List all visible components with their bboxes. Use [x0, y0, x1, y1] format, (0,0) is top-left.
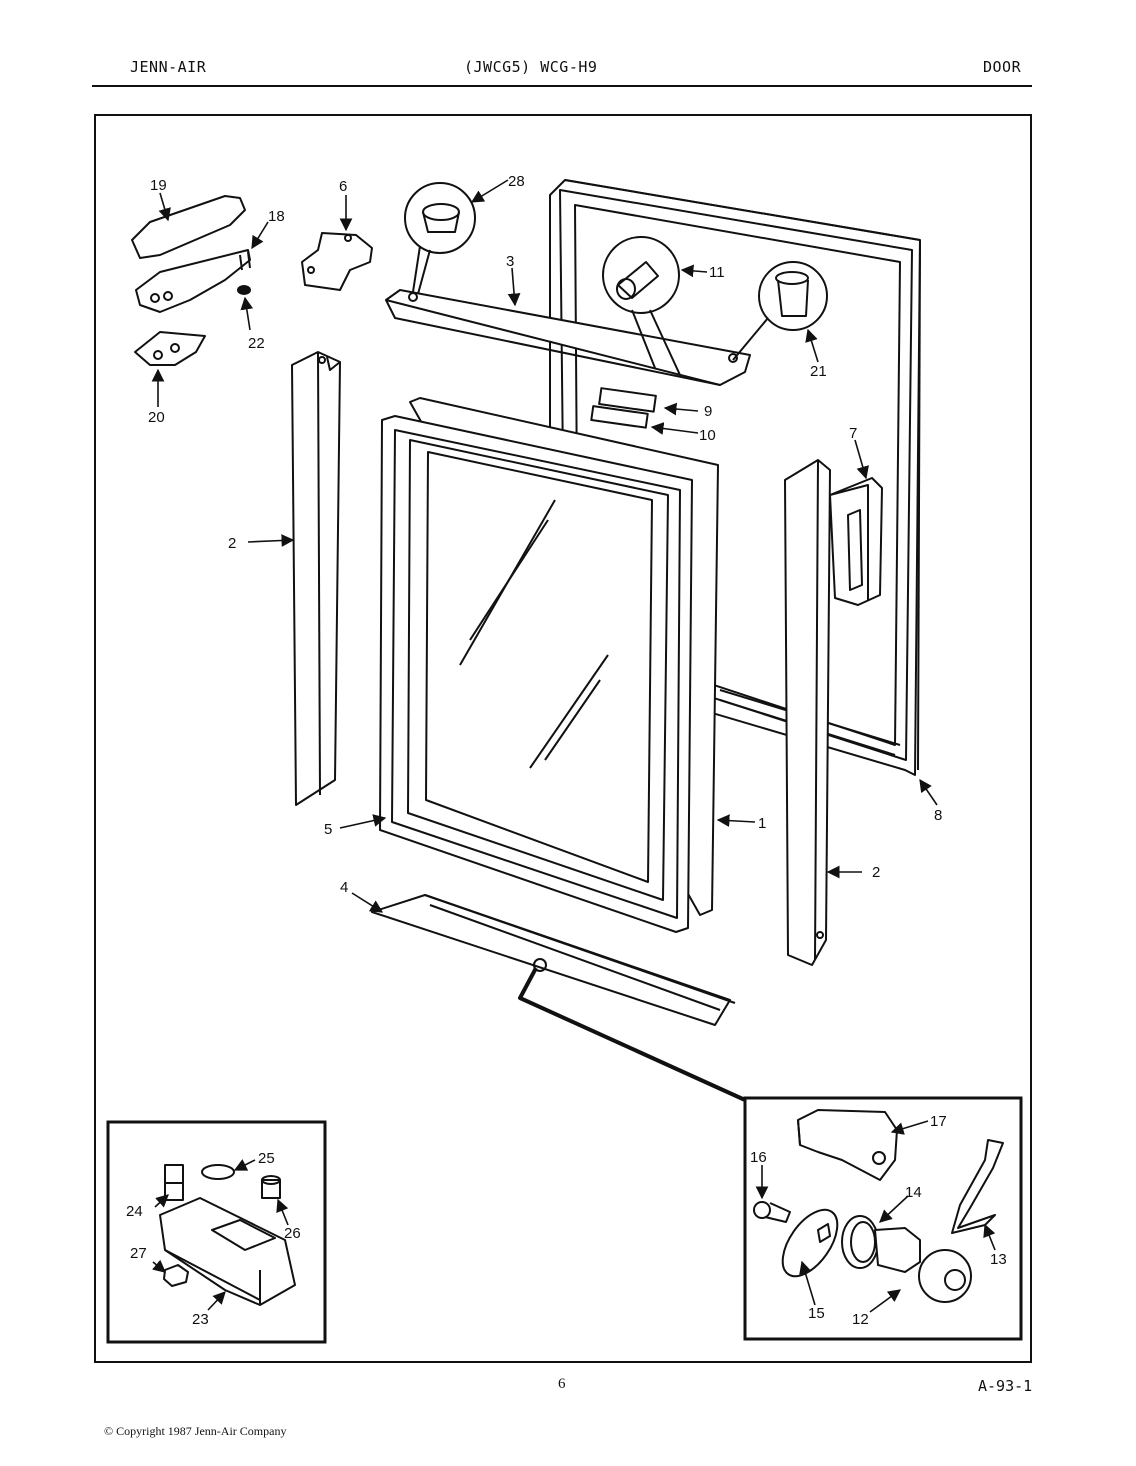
- hinge-part-18: [135, 249, 251, 313]
- clip-part-13: [951, 1139, 1004, 1234]
- model-label: (JWCG5) WCG-H9: [464, 58, 598, 76]
- callout-16: 16: [750, 1149, 767, 1166]
- callout-23: 23: [192, 1311, 209, 1328]
- washer-part-22: [237, 285, 251, 295]
- callout-15: 15: [808, 1305, 825, 1322]
- callout-20: 20: [148, 409, 165, 426]
- bushing-part-26: [261, 1175, 281, 1199]
- strip-part-10: [590, 405, 649, 429]
- page-number: 6: [558, 1376, 566, 1392]
- diagram-code: A-93-1: [978, 1377, 1033, 1395]
- section-label: DOOR: [983, 58, 1022, 76]
- header-rule: [92, 85, 1032, 87]
- callout-27: 27: [130, 1245, 147, 1262]
- handle-bracket-part-7: [829, 477, 883, 606]
- callout-19: 19: [150, 177, 167, 194]
- callout-13: 13: [990, 1251, 1007, 1268]
- top-channel-part-3: [385, 289, 751, 386]
- side-post-part-2-right: [784, 459, 831, 966]
- callout-6: 6: [339, 178, 347, 195]
- callout-5: 5: [324, 821, 332, 838]
- brand-label: JENN-AIR: [130, 58, 207, 76]
- nut-part-27: [163, 1264, 189, 1287]
- washer-part-14: [841, 1215, 879, 1269]
- strip-part-9: [598, 387, 657, 413]
- lock-inset-box: [743, 1096, 1023, 1341]
- side-post-part-2-left: [291, 351, 341, 806]
- plate-part-15: [781, 1208, 839, 1278]
- hinge-inset-box: [106, 1120, 327, 1344]
- callout-2-right: 2: [872, 864, 880, 881]
- callout-8: 8: [934, 807, 942, 824]
- lock-cylinder-part-12: [874, 1227, 972, 1303]
- pin-part-24: [164, 1164, 184, 1201]
- callout-21: 21: [810, 363, 827, 380]
- glass-frame-part-1: [379, 397, 719, 933]
- callout-22: 22: [248, 335, 265, 352]
- hinge-cover-part-19: [131, 195, 246, 259]
- detail-circle-part-11: [602, 236, 681, 376]
- callout-18: 18: [268, 208, 285, 225]
- diagram-frame: [94, 114, 1032, 1363]
- bracket-part-6: [301, 232, 373, 291]
- callout-12: 12: [852, 1311, 869, 1328]
- key-part-17: [797, 1109, 898, 1181]
- callout-14: 14: [905, 1184, 922, 1201]
- hinge-block-part-23: [159, 1197, 296, 1306]
- callout-11: 11: [709, 264, 725, 281]
- bottom-channel-part-4: [371, 894, 736, 1026]
- callout-1: 1: [758, 815, 766, 832]
- callout-7: 7: [849, 425, 857, 442]
- callout-25: 25: [258, 1150, 275, 1167]
- callout-17: 17: [930, 1113, 947, 1130]
- callout-2-left: 2: [228, 535, 236, 552]
- screw-part-16: [753, 1201, 791, 1223]
- callout-24: 24: [126, 1203, 143, 1220]
- callout-9: 9: [704, 403, 712, 420]
- detail-circle-part-28: [404, 182, 476, 295]
- washer-part-25: [201, 1164, 235, 1180]
- copyright-notice: © Copyright 1987 Jenn-Air Company: [104, 1424, 287, 1438]
- callout-26: 26: [284, 1225, 301, 1242]
- callout-4: 4: [340, 879, 348, 896]
- callout-3: 3: [506, 253, 514, 270]
- plate-part-20: [134, 331, 206, 366]
- callout-28: 28: [508, 173, 525, 190]
- callout-10: 10: [699, 427, 716, 444]
- detail-circle-part-21: [732, 261, 828, 361]
